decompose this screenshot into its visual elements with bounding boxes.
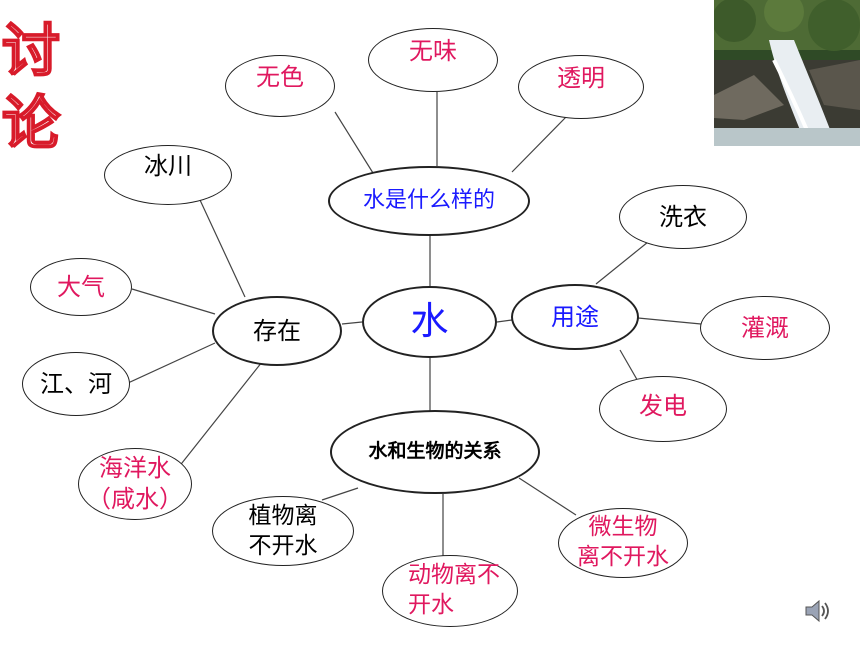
- node-air-label: 大气: [57, 273, 105, 301]
- hub-use-label: 用途: [551, 303, 599, 331]
- hub-what-like-label: 水是什么样的: [362, 188, 495, 214]
- node-microbes-label-2: 离不开水: [577, 544, 669, 570]
- hub-relation: 水和生物的关系: [330, 410, 540, 494]
- hub-what-like: 水是什么样的: [328, 166, 530, 236]
- waterfall-photo: [714, 0, 860, 146]
- hub-exist-label: 存在: [253, 317, 301, 345]
- node-plants: 植物离 不开水: [212, 496, 354, 566]
- line-what-colorless: [334, 111, 374, 174]
- line-center-use: [496, 319, 513, 323]
- node-ocean: 海洋水 （咸水）: [78, 448, 192, 520]
- line-use-laundry: [595, 241, 649, 285]
- node-colorless-label: 无色: [256, 63, 304, 91]
- node-microbes: 微生物 离不开水: [558, 508, 688, 578]
- line-exist-ocean: [177, 361, 263, 469]
- center-node-water: 水: [362, 286, 497, 358]
- speaker-icon[interactable]: [802, 596, 832, 626]
- node-air: 大气: [30, 258, 132, 316]
- node-glacier-label: 冰川: [144, 152, 192, 180]
- line-rel-microbes: [518, 477, 577, 516]
- node-laundry: 洗衣: [619, 185, 747, 249]
- node-transparent: 透明: [518, 55, 644, 119]
- node-transparent-label: 透明: [557, 64, 605, 92]
- node-power: 发电: [599, 376, 727, 442]
- node-ocean-label-1: 海洋水: [99, 453, 171, 482]
- node-irrigation: 灌溉: [700, 296, 830, 360]
- title-char-2: 论: [1, 89, 61, 157]
- node-animals-label-1: 动物离不: [408, 562, 500, 589]
- line-exist-air: [131, 288, 216, 315]
- node-tasteless-label: 无味: [409, 37, 457, 65]
- hub-use: 用途: [511, 284, 639, 350]
- node-river-label: 江、河: [40, 370, 112, 398]
- node-laundry-label: 洗衣: [659, 203, 707, 231]
- line-exist-river: [127, 342, 216, 384]
- hub-exist: 存在: [212, 296, 342, 366]
- node-tasteless: 无味: [368, 28, 498, 92]
- line-exist-glacier: [199, 199, 246, 298]
- node-animals-label-2: 开水: [408, 592, 454, 618]
- node-microbes-label-1: 微生物: [588, 514, 658, 541]
- node-plants-label-2: 不开水: [248, 533, 318, 559]
- line-use-power: [619, 349, 640, 384]
- line-use-irrigation: [637, 317, 702, 325]
- hub-relation-label: 水和生物的关系: [368, 440, 502, 463]
- center-label: 水: [410, 299, 449, 344]
- node-river: 江、河: [22, 352, 130, 416]
- node-animals: 动物离不 开水: [382, 555, 518, 627]
- node-irrigation-label: 灌溉: [741, 314, 789, 342]
- line-rel-plants: [321, 487, 359, 501]
- node-power-label: 发电: [639, 392, 687, 420]
- node-ocean-label-2: （咸水）: [87, 485, 183, 513]
- node-plants-label-1: 植物离: [248, 503, 318, 530]
- line-what-transparent: [511, 114, 569, 173]
- title-char-1: 讨: [1, 17, 61, 85]
- node-glacier: 冰川: [104, 145, 232, 205]
- line-center-exist: [341, 321, 363, 325]
- node-colorless: 无色: [225, 55, 335, 117]
